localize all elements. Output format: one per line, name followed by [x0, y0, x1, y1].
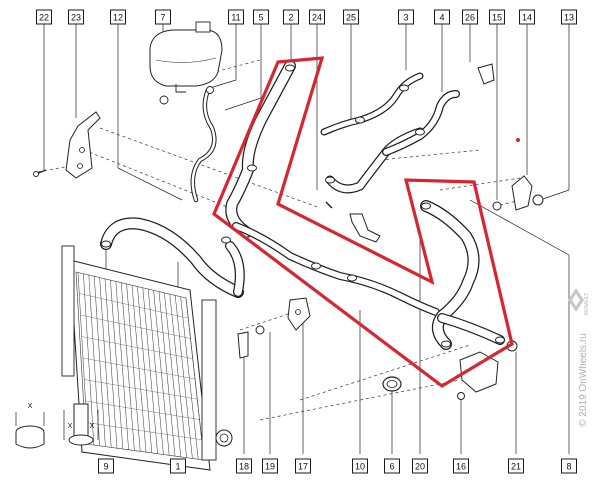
- dimension-mark-right: X: [68, 423, 73, 430]
- callout-number: 15: [492, 13, 502, 23]
- callout-1: 1: [170, 458, 186, 474]
- callout-10: 10: [352, 458, 368, 474]
- callout-24: 24: [309, 9, 325, 25]
- bolt-dimension-inset: X X X: [15, 403, 99, 449]
- callout-number: 7: [160, 13, 165, 23]
- bracket-23: [33, 111, 101, 179]
- hose-clamp: [415, 128, 425, 136]
- callout-number: 2: [288, 13, 293, 23]
- callout-number: 12: [113, 13, 123, 23]
- callout-5: 5: [253, 9, 269, 25]
- watermark: RENAULT © 2019 OnWheels.ru: [568, 288, 590, 427]
- dimension-mark-right-2: X: [90, 423, 95, 430]
- callout-7: 7: [155, 9, 171, 25]
- callout-number: 19: [265, 462, 275, 472]
- callout-number: 21: [511, 462, 521, 472]
- hose-clamp: [101, 240, 111, 248]
- callout-number: 17: [298, 462, 308, 472]
- watermark-text: © 2019 OnWheels.ru: [578, 333, 589, 427]
- radiator: [61, 245, 233, 471]
- callout-number: 20: [415, 462, 425, 472]
- callout-19: 19: [262, 458, 278, 474]
- hose-clamp: [285, 64, 295, 72]
- hose-clamp: [399, 84, 409, 92]
- leader-lines: [43, 24, 570, 454]
- callout-4: 4: [434, 9, 450, 25]
- callout-labels: 22 23 12 7 11 5 2 24 25 3 4 26 15 14 13 9 1 18 19 17 10 6 20 16…: [36, 9, 577, 474]
- callout-number: 14: [522, 13, 532, 23]
- hose-clamps: [101, 64, 505, 348]
- hose-clamp: [495, 336, 505, 344]
- callout-2: 2: [283, 9, 299, 25]
- callout-number: 26: [465, 13, 475, 23]
- callout-number: 24: [312, 13, 322, 23]
- callout-number: 22: [39, 13, 49, 23]
- callout-16: 16: [453, 458, 469, 474]
- hose-clamp: [347, 274, 357, 282]
- dimension-mark-left: X: [28, 403, 33, 410]
- callout-number: 8: [566, 462, 571, 472]
- vent-pipe: [190, 86, 217, 203]
- callout-number: 11: [231, 13, 240, 23]
- callout-6: 6: [384, 458, 400, 474]
- callout-number: 5: [258, 13, 263, 23]
- hose-clamp: [421, 202, 431, 210]
- callout-8: 8: [561, 458, 577, 474]
- highlight-outline: [212, 56, 514, 388]
- callout-11: 11: [228, 9, 244, 25]
- callout-15: 15: [489, 9, 505, 25]
- callout-17: 17: [295, 458, 311, 474]
- callout-number: 25: [346, 13, 356, 23]
- callout-26: 26: [462, 9, 478, 25]
- expansion-tank: [149, 21, 223, 105]
- callout-number: 9: [103, 462, 108, 472]
- callout-3: 3: [398, 9, 414, 25]
- hose-clamp: [221, 236, 231, 244]
- callout-number: 23: [71, 13, 81, 23]
- hose-clamp: [441, 340, 451, 348]
- small-fittings: [237, 63, 544, 400]
- brand-label: RENAULT: [584, 293, 590, 316]
- callout-number: 3: [403, 13, 408, 23]
- callout-number: 1: [175, 462, 180, 472]
- callout-25: 25: [343, 9, 359, 25]
- callout-number: 13: [564, 13, 574, 23]
- callout-22: 22: [36, 9, 52, 25]
- callout-number: 10: [355, 462, 365, 472]
- hose-clamp: [247, 164, 257, 172]
- callout-18: 18: [236, 458, 252, 474]
- callout-14: 14: [519, 9, 535, 25]
- callout-number: 6: [389, 462, 394, 472]
- hose-clamp: [311, 262, 321, 270]
- hose-clamp: [325, 176, 335, 184]
- callout-9: 9: [98, 458, 114, 474]
- callout-13: 13: [561, 9, 577, 25]
- callout-21: 21: [508, 458, 524, 474]
- callout-20: 20: [412, 458, 428, 474]
- callout-12: 12: [110, 9, 126, 25]
- callout-number: 18: [239, 462, 249, 472]
- callout-23: 23: [68, 9, 84, 25]
- callout-number: 4: [439, 13, 444, 23]
- callout-number: 16: [456, 462, 466, 472]
- hose-clamp: [355, 116, 365, 124]
- renault-logo-icon: [568, 288, 584, 312]
